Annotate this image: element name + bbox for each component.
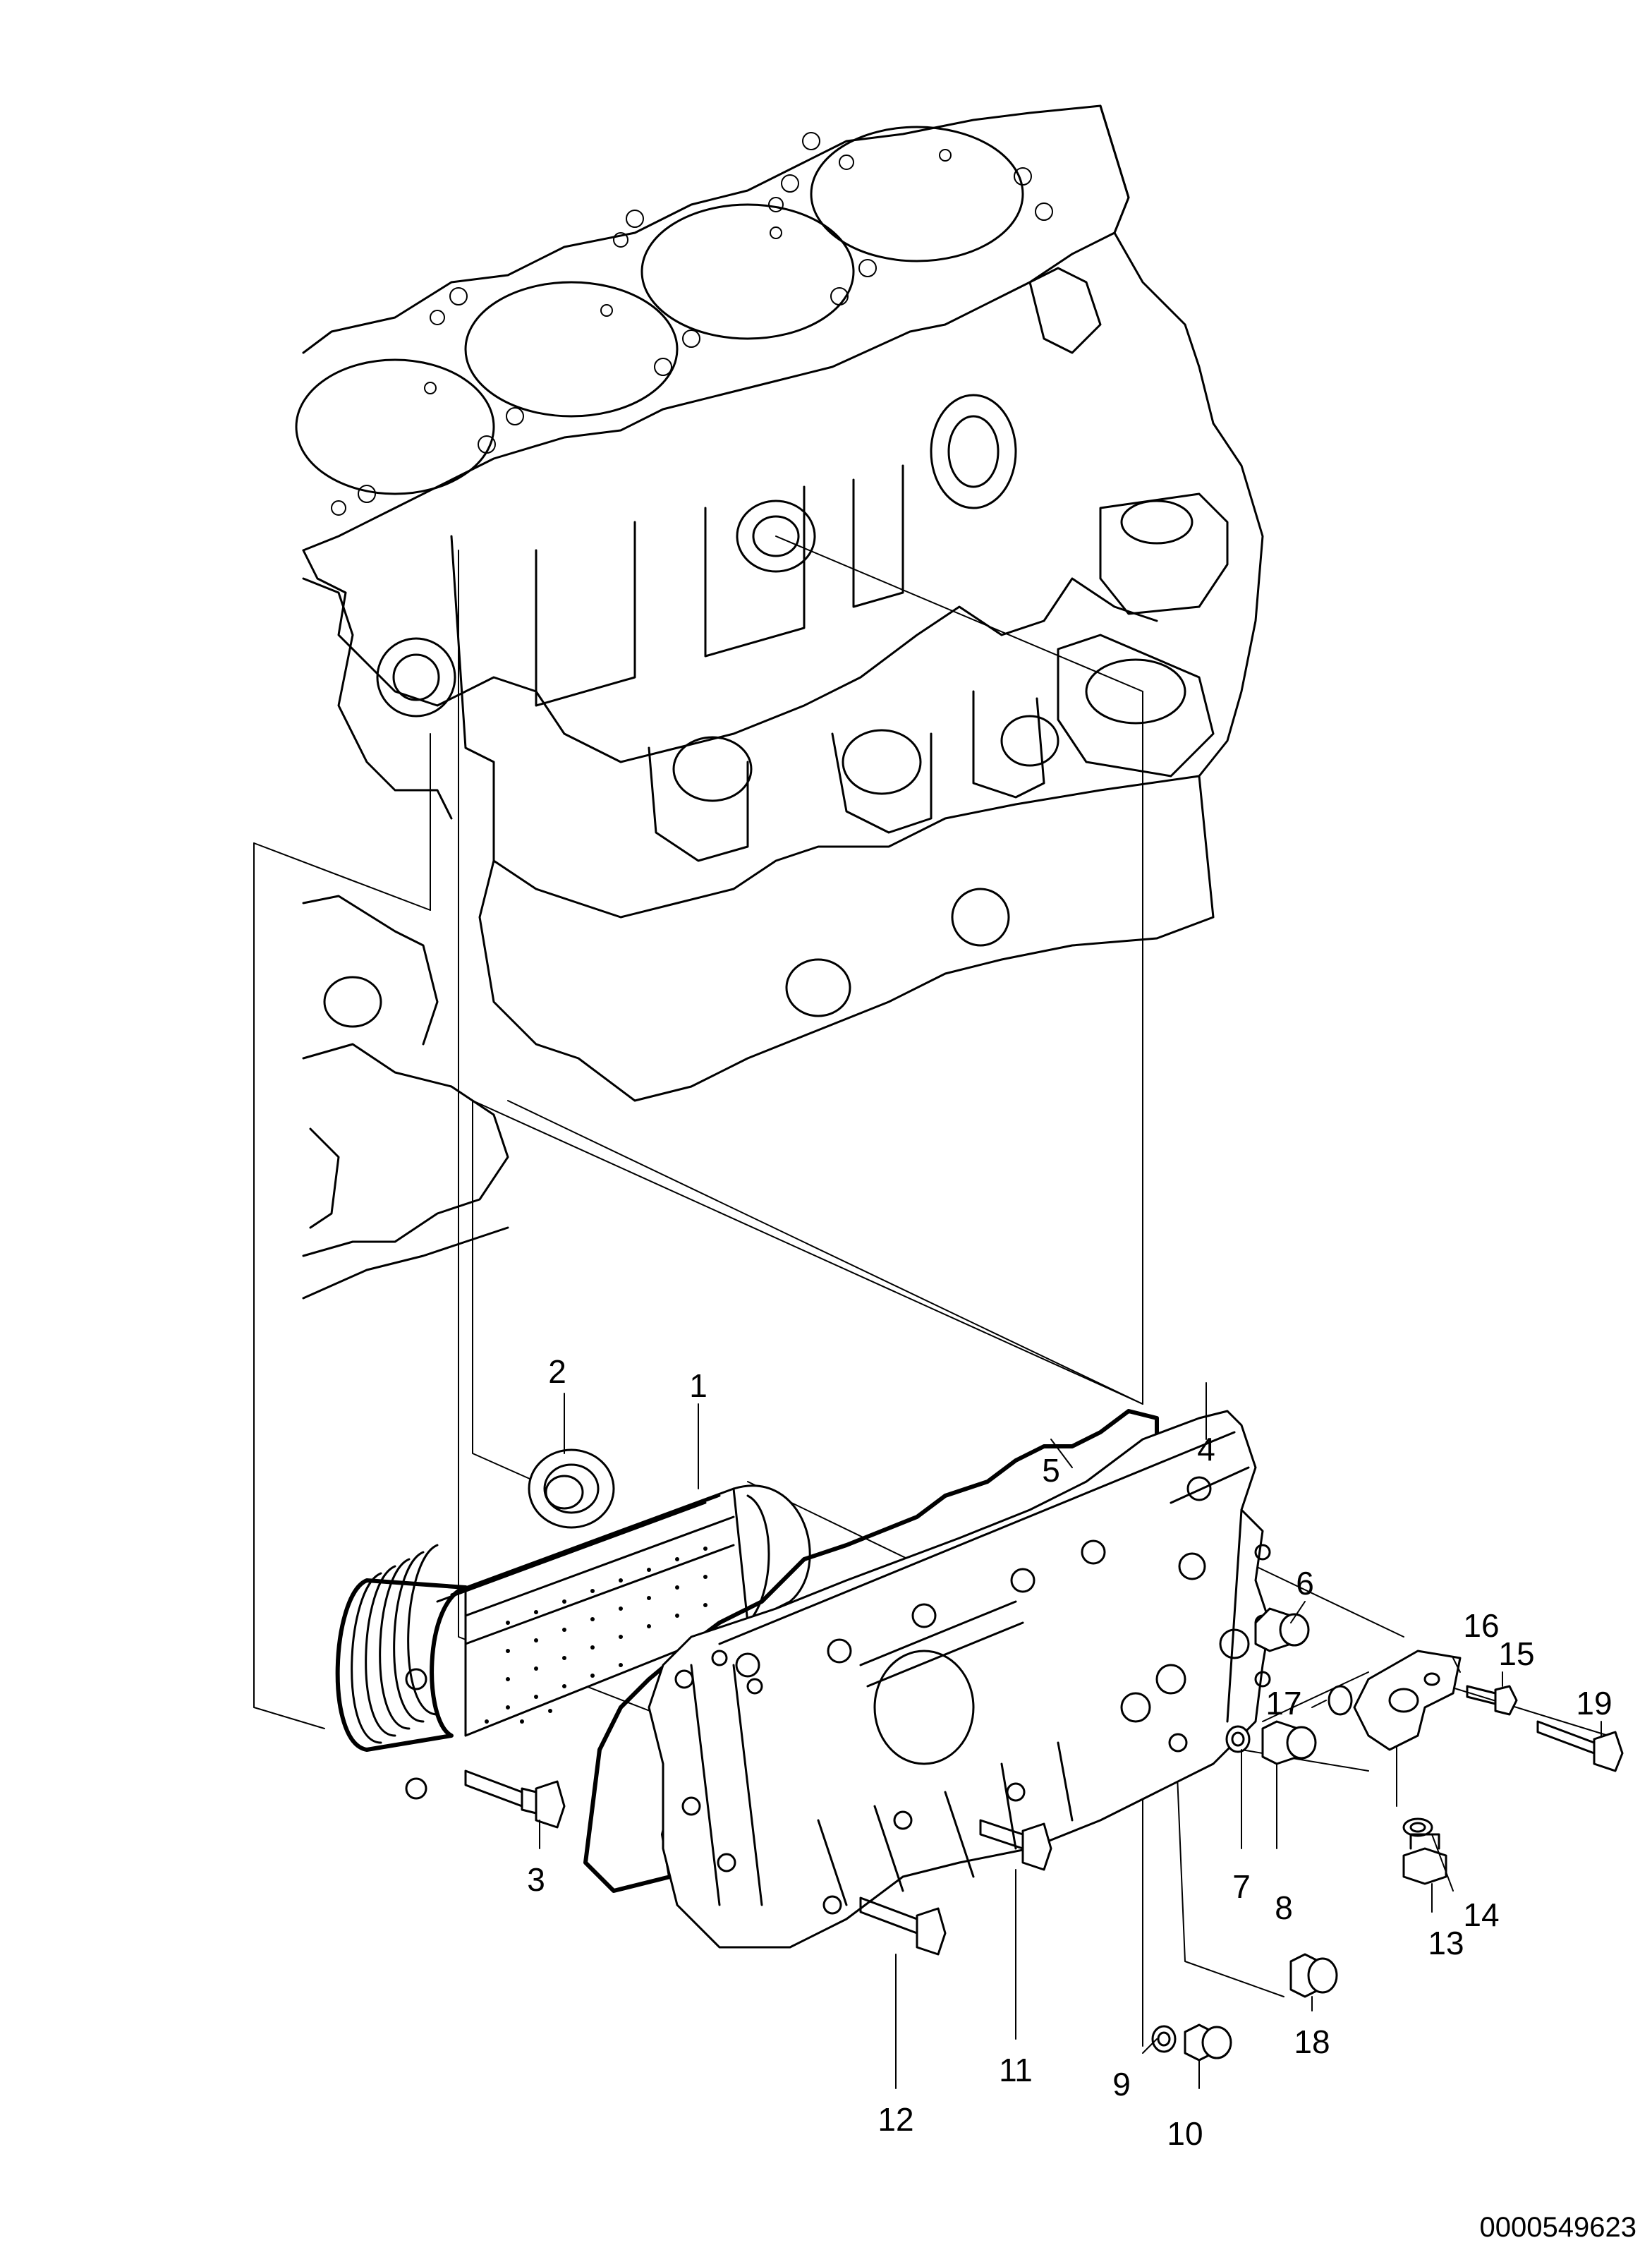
- seal-ring: [528, 1448, 615, 1529]
- leader-lines: [253, 535, 1609, 2047]
- washer-9: [1151, 2025, 1177, 2053]
- callout-16: 16: [1463, 1607, 1499, 1644]
- callout-17: 17: [1265, 1685, 1301, 1722]
- cooler-cover: [648, 1410, 1271, 1949]
- callout-9: 9: [1112, 2066, 1131, 2102]
- callout-5: 5: [1042, 1452, 1060, 1489]
- o-ring-17: [1328, 1685, 1353, 1716]
- washer-14: [1402, 1817, 1433, 1837]
- callout-leaders: [539, 1382, 1602, 2089]
- callout-3: 3: [527, 1861, 545, 1898]
- callout-4: 4: [1197, 1431, 1215, 1468]
- cooler-mount-seat: [736, 500, 816, 573]
- deck-holes: [331, 132, 1053, 516]
- oil-cooler: [335, 1484, 811, 1800]
- callout-1: 1: [689, 1367, 707, 1404]
- cooler-dots: [485, 1547, 707, 1724]
- washer-7: [1225, 1725, 1251, 1753]
- bolt-11: [979, 1819, 1052, 1871]
- callout-19: 19: [1576, 1685, 1612, 1722]
- callout-6: 6: [1296, 1565, 1314, 1602]
- callout-15: 15: [1498, 1635, 1534, 1672]
- bolt-12: [859, 1896, 947, 1956]
- callout-14: 14: [1463, 1896, 1499, 1933]
- plug-6: [1254, 1607, 1310, 1652]
- plug-8: [1261, 1720, 1317, 1765]
- plug-13: [1402, 1833, 1447, 1885]
- callout-18: 18: [1294, 2023, 1330, 2060]
- callout-10: 10: [1167, 2115, 1203, 2152]
- plug-18: [1289, 1953, 1338, 1998]
- bolt-19: [1536, 1720, 1624, 1772]
- callout-2: 2: [548, 1353, 566, 1390]
- callout-8: 8: [1275, 1889, 1293, 1926]
- callout-12: 12: [877, 2101, 913, 2138]
- bolt-15: [1466, 1685, 1518, 1716]
- bracket-16: [1353, 1650, 1462, 1751]
- plug-10: [1184, 2023, 1232, 2062]
- left-mount-seat: [376, 637, 456, 718]
- bolt-3: [464, 1769, 566, 1829]
- document-number: 0000549623: [1480, 2212, 1636, 2243]
- engine-block: [295, 104, 1264, 1300]
- callout-13: 13: [1428, 1925, 1464, 1961]
- callout-7: 7: [1232, 1868, 1251, 1905]
- callout-11: 11: [999, 2052, 1033, 2088]
- callout-labels: 1 2 3 4 5 6 7 8 9 10 11 12 13 14 15 16 1…: [527, 1353, 1612, 2152]
